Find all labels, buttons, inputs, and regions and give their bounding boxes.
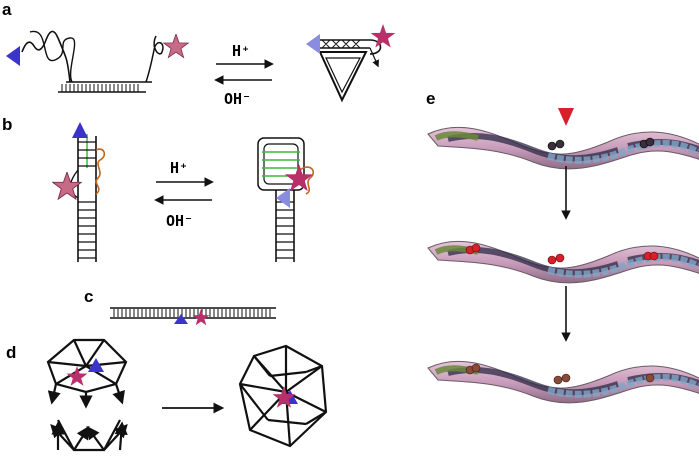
- panel-e: e: [426, 89, 699, 403]
- fluorophore-star-c-icon: [192, 309, 210, 326]
- quencher-triangle: [6, 46, 20, 66]
- dna-coil-left-strand: [29, 30, 76, 83]
- panel-a: a H⁺ OH⁻: [2, 0, 396, 108]
- dna-coil-right: [145, 35, 164, 83]
- panel-d-label: d: [6, 343, 16, 362]
- panel-c-label: c: [84, 287, 93, 306]
- panel-b: b H⁺ OH⁻: [2, 115, 315, 262]
- stem-rungs: [78, 141, 96, 259]
- dna-coil-left: [21, 30, 71, 83]
- panel-c: c: [84, 287, 276, 326]
- quencher-triangle-b-folded: [276, 188, 290, 208]
- quencher-triangle-folded: [306, 34, 320, 54]
- fluorophore-star-icon: [163, 34, 189, 59]
- orange-loop: [95, 148, 106, 195]
- backward-condition: OH⁻: [224, 90, 251, 108]
- injection-marker-arrow: [558, 108, 574, 126]
- panel-b-label: b: [2, 115, 12, 134]
- half-icosahedron-top: [46, 338, 128, 409]
- duplex-rungs: [113, 309, 271, 317]
- backward-condition-b: OH⁻: [166, 212, 193, 230]
- fluorophore-star-folded-icon: [370, 24, 396, 48]
- quencher-triangle-b: [72, 122, 88, 138]
- fluorophore-star-b-icon: [52, 172, 82, 200]
- panel-d: d: [6, 338, 328, 452]
- worm-2: [428, 239, 699, 283]
- panel-e-label: e: [426, 89, 435, 108]
- triplex-structure: [316, 39, 382, 103]
- panel-a-label: a: [2, 0, 12, 19]
- worm-1: [428, 125, 699, 169]
- half-icosahedron-bottom: [50, 419, 128, 452]
- quencher-triangle-d: [88, 358, 104, 372]
- forward-condition-b: H⁺: [170, 159, 188, 177]
- worm-3: [428, 359, 699, 403]
- forward-condition: H⁺: [232, 42, 250, 60]
- dna-rungs: [61, 84, 139, 92]
- quencher-triangle-c: [174, 314, 188, 324]
